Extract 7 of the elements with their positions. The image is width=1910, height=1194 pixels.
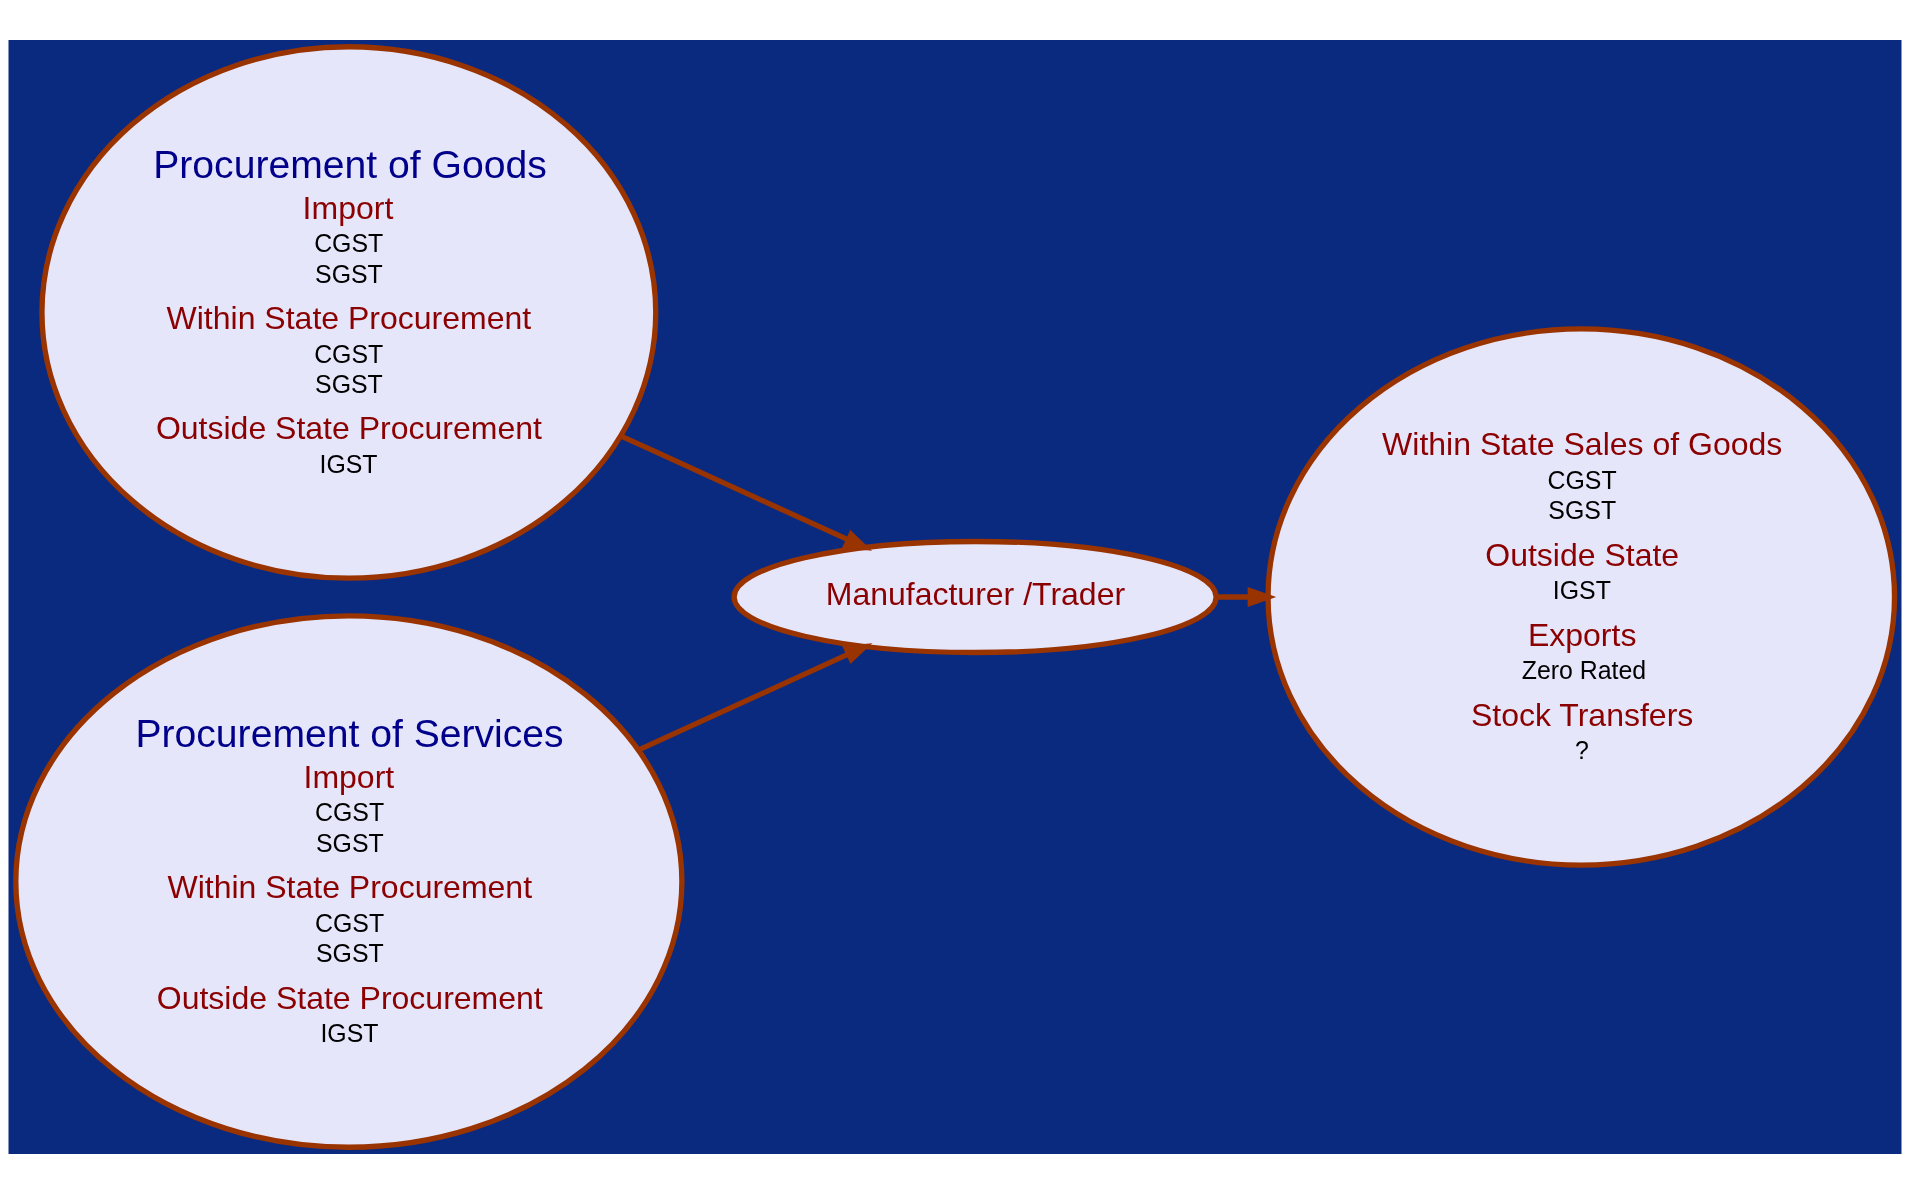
arrow — [1216, 587, 1277, 607]
node-ellipse: Manufacturer /Trader — [731, 538, 1219, 656]
node-ellipse: Procurement of Goods Import CGST SGST Within State Procurement CGST SGST Outside State Procurement IGST — [39, 44, 659, 581]
node-ellipse: Procurement of Services Import CGST SGST Within State Procurement CGST SGST Outside State Procurement IGST — [13, 613, 685, 1150]
arrow — [637, 643, 873, 753]
arrow — [619, 433, 873, 551]
node-ellipse: Within State Sales of Goods CGST SGST Outside State IGST Exports Zero Rated Stock Transfers ? — [1265, 326, 1898, 868]
